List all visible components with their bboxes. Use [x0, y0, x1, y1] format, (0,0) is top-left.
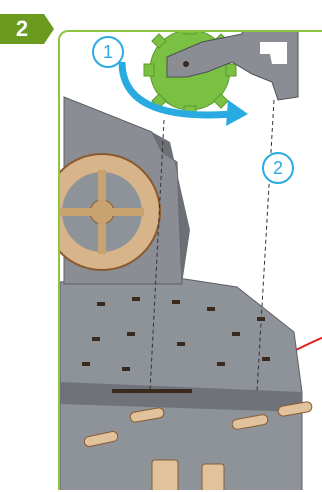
rotation-arrow-head [226, 100, 248, 126]
base-plate [60, 274, 302, 490]
callout-2: 2 [262, 152, 294, 184]
holder-hole [183, 61, 189, 67]
illustration-frame [58, 30, 322, 490]
step-badge: 2 [0, 14, 54, 44]
callout-1: 1 [92, 36, 124, 68]
assembly-illustration [60, 32, 322, 490]
step-number: 2 [0, 14, 44, 44]
